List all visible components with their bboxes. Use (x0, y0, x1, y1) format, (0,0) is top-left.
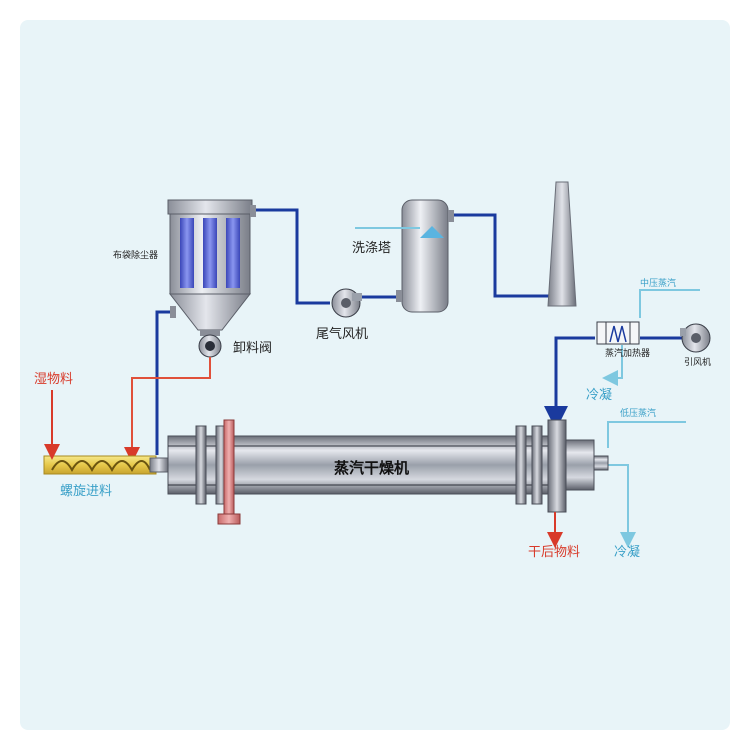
filter-to-fan-pipe (254, 208, 330, 305)
valve-rotor (205, 341, 215, 351)
exhaust-stack (547, 181, 577, 307)
bag-filter-hopper (168, 293, 252, 331)
dryer-discharge-head (547, 419, 567, 513)
condensate-pipe-2 (607, 464, 636, 548)
scrubber-outlet (448, 210, 454, 222)
low-steam-pipe (607, 421, 686, 448)
tail-fan (331, 288, 362, 318)
screw-feeder-label: 螺旋进料 (60, 484, 112, 499)
screw-feeder-body (43, 455, 157, 475)
heater-to-dryer-pipe (544, 336, 595, 430)
tail-fan-hub (341, 298, 351, 308)
steam-heater (596, 321, 640, 345)
screw-flight-icon (51, 460, 151, 473)
bag-filter (167, 199, 256, 331)
diagram-background (20, 20, 730, 730)
screw-drive (149, 457, 169, 473)
bag-filter-cap (167, 199, 253, 215)
discharge-valve-label: 卸料阀 (233, 340, 272, 356)
scrubber-inlet (396, 290, 402, 302)
dry-product-label: 干后物料 (528, 545, 580, 560)
dryer-riding-ring (531, 425, 543, 505)
heater-body (596, 321, 640, 345)
bag-filter-inlet (170, 306, 176, 318)
scrubber-label: 洗涤塔 (352, 241, 391, 256)
filter-bag (226, 218, 240, 288)
condensate-label-2: 冷凝 (614, 544, 640, 560)
scrubber (355, 199, 454, 313)
wet-material-label: 湿物料 (34, 372, 73, 387)
dryer-riding-ring (515, 425, 527, 505)
filter-bag (203, 218, 217, 288)
steam-dryer (167, 419, 609, 525)
dryer-girth-gear (223, 419, 235, 517)
screw-feeder (43, 455, 169, 475)
heater-coil-icon (609, 325, 627, 343)
condensate-label-1: 冷凝 (586, 387, 612, 403)
induced-fan-outlet (680, 328, 686, 336)
dryer-label: 蒸汽干燥机 (334, 459, 409, 477)
filter-bag (180, 218, 194, 288)
induced-fan (680, 323, 711, 353)
scrubber-body (401, 199, 449, 313)
condensate-pipe-1 (602, 345, 623, 386)
low-steam-label: 低压蒸汽 (620, 407, 656, 419)
dryer-rotary-joint (593, 455, 609, 471)
valve-neck (200, 330, 220, 336)
dryer-riding-ring (195, 425, 207, 505)
tail-fan-label: 尾气风机 (316, 326, 368, 342)
dryer-steam-head (565, 439, 595, 491)
induced-fan-label: 引风机 (684, 356, 711, 368)
discharge-return-pipe (124, 357, 211, 463)
bag-filter-label: 布袋除尘器 (113, 249, 158, 261)
medium-steam-pipe (639, 289, 700, 318)
steam-pipes (602, 289, 700, 548)
steam-heater-label: 蒸汽加热器 (605, 347, 650, 359)
scrubber-to-stack-pipe (450, 213, 552, 298)
scrubber-spray-icon (420, 226, 444, 238)
medium-steam-label: 中压蒸汽 (640, 277, 676, 289)
exhaust-pipes (155, 208, 682, 455)
tail-fan-outlet (352, 293, 362, 301)
discharge-valve (198, 330, 222, 358)
bag-filter-outlet (250, 205, 256, 217)
induced-fan-hub (691, 333, 701, 343)
dryer-to-filter-pipe (155, 310, 174, 455)
dryer-drive-pinion (217, 513, 241, 525)
